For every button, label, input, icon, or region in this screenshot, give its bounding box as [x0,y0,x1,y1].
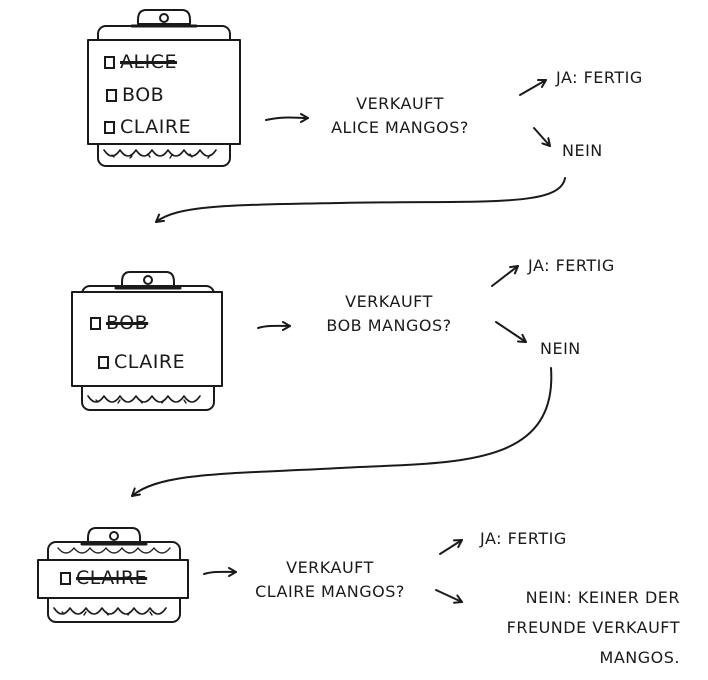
question-2: VERKAUFT BOB MANGOS? [298,290,480,338]
list-item-label: CLAIRE [114,351,186,373]
list-item-label: ALICE [120,51,177,73]
question-3: VERKAUFT CLAIRE MANGOS? [228,556,432,604]
no-label-1: NEIN [562,141,603,160]
no-note-line: MANGOS. [599,648,680,667]
checkbox-icon [60,572,71,585]
list-item-1-2: BOB [106,86,164,105]
yes-label-2: JA: FERTIG [528,256,615,275]
no-note-line: FREUNDE VERKAUFT [506,618,680,637]
list-item-3-1: CLAIRE [60,569,147,588]
list-item-1-3: CLAIRE [104,118,191,137]
list-item-2-1: BOB [90,314,148,333]
arrows [131,79,566,604]
list-item-1-1: ALICE [104,53,177,72]
clipboard-2 [71,271,223,411]
question-1: VERKAUFT ALICE MANGOS? [316,92,484,140]
question-line: VERKAUFT [286,558,374,577]
list-item-label: CLAIRE [76,567,148,589]
clipboard-3 [37,527,189,623]
no-note-line: NEIN: KEINER DER [525,588,680,607]
yes-label-1: JA: FERTIG [556,68,643,87]
list-item-2-2: CLAIRE [98,353,185,372]
checkbox-icon [104,121,115,134]
question-line: BOB MANGOS? [326,316,452,335]
list-item-label: CLAIRE [120,116,192,138]
yes-label-3: JA: FERTIG [480,529,567,548]
list-item-label: BOB [106,312,149,334]
no-label-2: NEIN [540,339,581,358]
no-note-3: NEIN: KEINER DER FREUNDE VERKAUFT MANGOS… [436,583,680,673]
question-line: ALICE MANGOS? [331,118,469,137]
list-item-label: BOB [122,84,165,106]
checkbox-icon [98,356,109,369]
checkbox-icon [106,89,117,102]
question-line: VERKAUFT [356,94,444,113]
checkbox-icon [90,317,101,330]
question-line: VERKAUFT [345,292,433,311]
checkbox-icon [104,56,115,69]
question-line: CLAIRE MANGOS? [255,582,405,601]
